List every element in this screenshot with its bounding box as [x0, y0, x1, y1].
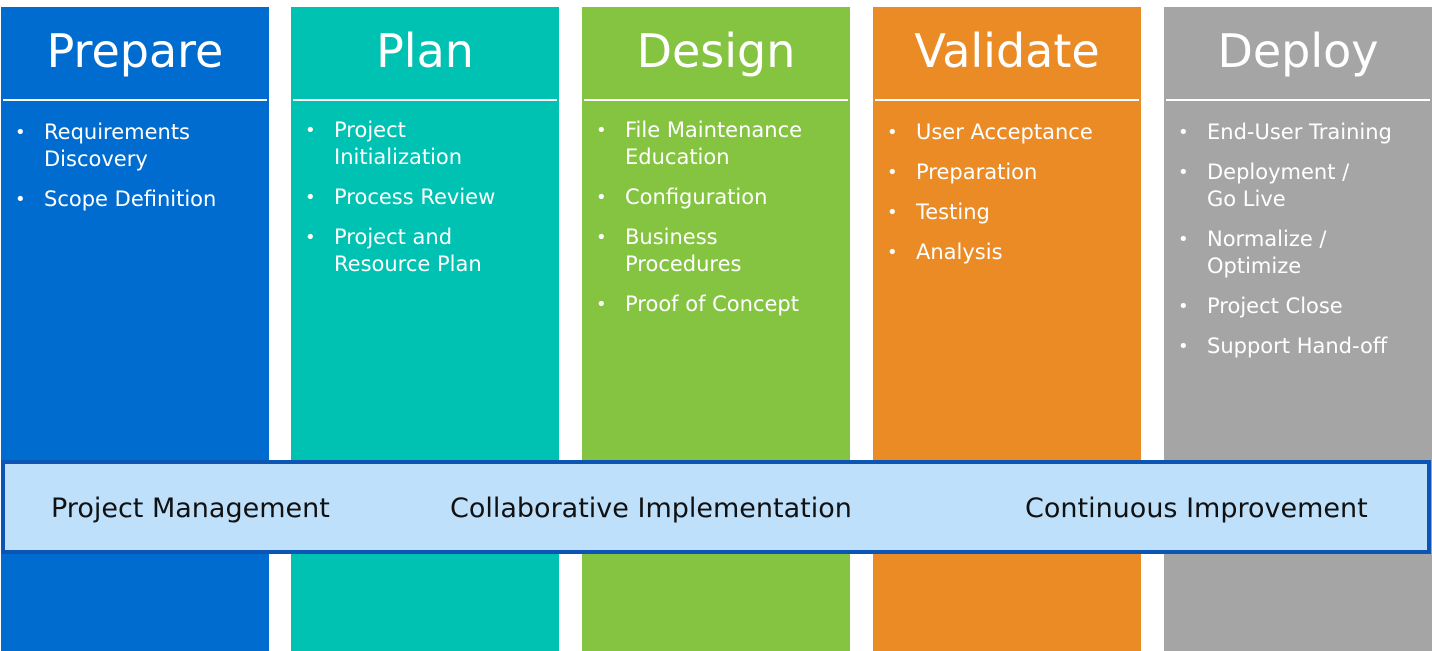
- title-divider: [293, 99, 557, 101]
- phase-column-deploy: Deploy End-User Training Deployment / Go…: [1164, 7, 1432, 651]
- phase-title: Design: [636, 24, 796, 78]
- list-item: Project Initialization: [291, 117, 482, 171]
- list-item: Proof of Concept: [582, 291, 850, 318]
- list-item: Scope Definition: [1, 186, 269, 213]
- list-item: Deployment / Go Live: [1164, 159, 1365, 213]
- phase-title: Plan: [376, 24, 474, 78]
- phase-column-plan: Plan Project Initialization Process Revi…: [291, 7, 559, 651]
- title-divider: [1166, 99, 1430, 101]
- title-divider: [875, 99, 1139, 101]
- phase-item-list: User Acceptance Preparation Testing Anal…: [873, 119, 1141, 279]
- phase-title: Validate: [914, 24, 1100, 78]
- list-item: End-User Training: [1164, 119, 1432, 146]
- list-item: File Maintenance Education: [582, 117, 813, 171]
- phase-column-prepare: Prepare Requirements Discovery Scope Def…: [1, 7, 269, 651]
- phase-column-design: Design File Maintenance Education Config…: [582, 7, 850, 651]
- list-item: Project Close: [1164, 293, 1432, 320]
- phase-title: Prepare: [46, 24, 224, 78]
- cross-phase-band: Project Management Collaborative Impleme…: [1, 460, 1431, 554]
- list-item: Support Hand-off: [1164, 333, 1432, 360]
- list-item: Project and Resource Plan: [291, 224, 502, 278]
- phase-title: Deploy: [1217, 24, 1379, 78]
- band-label-collaborative-implementation: Collaborative Implementation: [450, 493, 852, 524]
- list-item: Business Procedures: [582, 224, 773, 278]
- list-item: Analysis: [873, 239, 1141, 266]
- title-divider: [584, 99, 848, 101]
- phase-column-validate: Validate User Acceptance Preparation Tes…: [873, 7, 1141, 651]
- phase-item-list: File Maintenance Education Configuration…: [582, 117, 850, 331]
- list-item: Testing: [873, 199, 1141, 226]
- list-item: Preparation: [873, 159, 1141, 186]
- list-item: Process Review: [291, 184, 559, 211]
- list-item: Configuration: [582, 184, 850, 211]
- title-divider: [3, 99, 267, 101]
- band-label-project-management: Project Management: [51, 493, 330, 524]
- list-item: User Acceptance: [873, 119, 1141, 146]
- phase-item-list: Requirements Discovery Scope Definition: [1, 119, 269, 226]
- list-item: Normalize / Optimize: [1164, 226, 1345, 280]
- list-item: Requirements Discovery: [1, 119, 212, 173]
- phase-item-list: Project Initialization Process Review Pr…: [291, 117, 559, 291]
- phase-item-list: End-User Training Deployment / Go Live N…: [1164, 119, 1432, 373]
- band-label-continuous-improvement: Continuous Improvement: [1025, 493, 1368, 524]
